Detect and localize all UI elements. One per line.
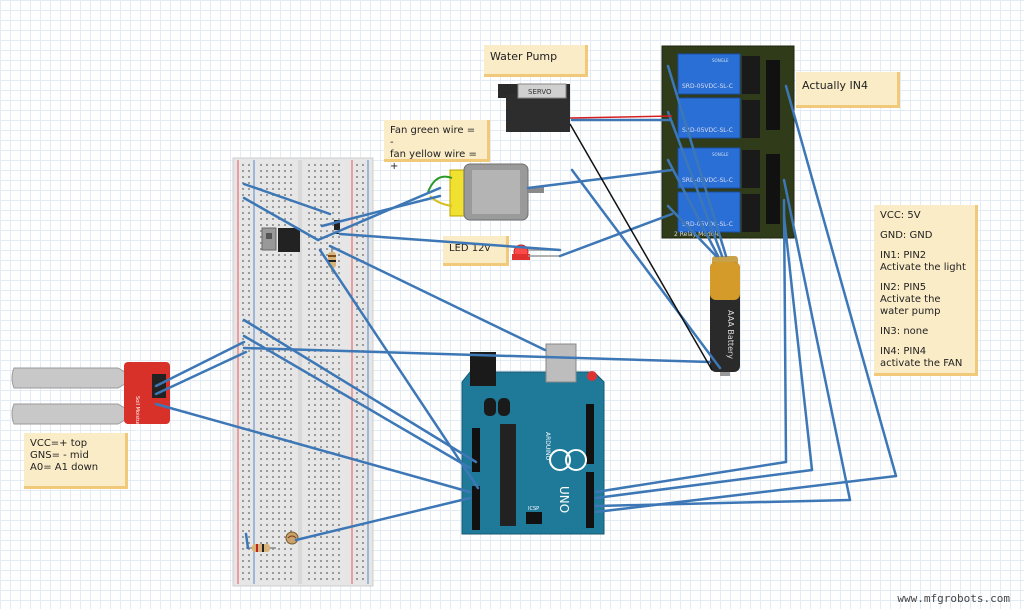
ic-chip	[261, 227, 300, 252]
note-relay-in1: IN1: PIN2 Activate the light	[880, 250, 966, 273]
relay-3-brand: SONGLE	[712, 152, 729, 157]
note-water-pump: Water Pump	[484, 45, 588, 77]
note-relay-in4: IN4: PIN4 activate the FAN	[880, 346, 963, 369]
note-water-pump-text: Water Pump	[490, 50, 558, 63]
arduino-uno-label: UNO	[557, 486, 571, 513]
wires	[154, 64, 898, 550]
icsp-label: ICSP	[528, 506, 539, 512]
note-actually-in4: Actually IN4	[796, 72, 900, 108]
relay-2-text: SRD-05VDC-SL-C	[682, 127, 733, 134]
arduino-uno: ICSP UNO ARDUINO	[461, 343, 605, 535]
relay-1-text: SRD-05VDC-SL-C	[682, 83, 733, 90]
note-fan-line1: Fan green wire = -	[390, 125, 476, 148]
battery-label: AAA Battery	[726, 310, 735, 359]
relay-module: SRD-05VDC-SL-C SRD-05VDC-SL-C SRD-05VDC-…	[661, 45, 795, 239]
note-fan-wires: Fan green wire = - fan yellow wire = +	[384, 120, 490, 172]
note-led-text: LED 12v	[449, 243, 491, 254]
note-sensor-line1: VCC=+ top	[30, 438, 88, 449]
note-sensor-pins: VCC=+ top GNS= - mid A0= A1 down	[24, 433, 128, 489]
note-relay-gnd: GND: GND	[880, 230, 933, 241]
servo-black-wire	[569, 123, 713, 371]
servo-label: SERVO	[528, 88, 552, 96]
note-fan-line2: fan yellow wire = +	[390, 149, 477, 172]
servo-water-pump: SERVO	[498, 83, 570, 132]
arduino-brand-label: ARDUINO	[544, 432, 551, 461]
note-sensor-line3: A0= A1 down	[30, 462, 99, 473]
fan-motor	[427, 163, 544, 221]
note-relay-pins: VCC: 5V GND: GND IN1: PIN2 Activate the …	[874, 205, 978, 376]
note-relay-in3: IN3: none	[880, 326, 929, 337]
watermark: www.mfgrobots.com	[897, 592, 1010, 605]
resistor-bottom	[246, 544, 276, 552]
breadboard	[232, 157, 374, 587]
relay-1-brand: SONGLE	[712, 58, 729, 63]
relay-3-text: SRD-05VDC-SL-C	[682, 177, 733, 184]
servo-red-wire	[569, 115, 673, 119]
note-actually-in4-text: Actually IN4	[802, 79, 868, 92]
aaa-battery: AAA Battery	[710, 256, 740, 376]
note-sensor-line2: GNS= - mid	[30, 450, 89, 461]
relay-4-text: SRD-05VDC-SL-C	[682, 221, 733, 228]
photoresistor	[285, 531, 299, 545]
relay-module-label: 2 Relay Module	[674, 231, 720, 238]
note-relay-in2: IN2: PIN5 Activate the water pump	[880, 282, 941, 317]
soil-sensor-probes	[11, 367, 129, 425]
note-relay-vcc: VCC: 5V	[880, 210, 921, 221]
soil-sensor-label: Soil Moisture Sensor	[134, 396, 140, 448]
note-led: LED 12v	[443, 236, 509, 266]
